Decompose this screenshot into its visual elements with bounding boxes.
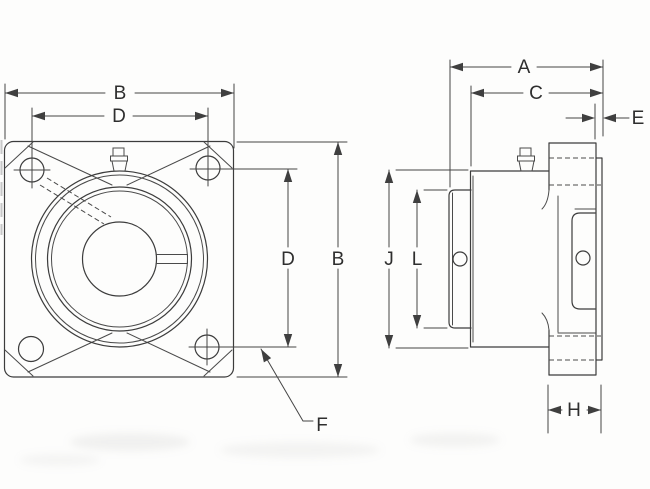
setscrew-slot: [155, 254, 188, 264]
dimension-arrowhead: [283, 169, 293, 182]
ext-lines-H: [547, 384, 602, 434]
dimension-arrowhead: [261, 349, 272, 363]
front-view: [3, 140, 235, 378]
scan-artifacts: [20, 433, 500, 466]
dimension-labels: B D D B F A C E J L H: [112, 57, 644, 436]
grease-fitting-side: [517, 147, 535, 172]
ext-lines-B-vert: [236, 141, 348, 378]
rib-top-right: [126, 145, 211, 186]
dimension-arrowhead: [450, 62, 463, 72]
collar-outline: [448, 189, 472, 329]
dimension-arrowhead: [412, 315, 422, 328]
hidden-bolt-hole-top: [549, 157, 601, 186]
dim-label-housing-width: C: [529, 83, 543, 104]
flange-bolt-hole-side: [575, 250, 591, 266]
corner-steps: [557, 208, 597, 334]
dimension-arrowhead: [283, 334, 293, 347]
corner-chamfer-bottom-right: [203, 349, 233, 377]
dimension-arrowhead: [333, 364, 343, 377]
housing-inner-circle: [35, 174, 204, 344]
dimension-arrowhead: [384, 170, 394, 183]
rib-top-left: [27, 145, 113, 186]
dim-label-collar-width: L: [412, 249, 423, 270]
dimension-arrowhead: [582, 113, 595, 123]
dimension-arrowhead: [588, 405, 601, 415]
dim-label-overall-width: A: [518, 57, 531, 78]
dimension-arrowhead: [548, 405, 561, 415]
pilot-boss: [595, 157, 603, 361]
rib-bottom-right: [126, 332, 211, 373]
grease-fitting-front: [110, 147, 128, 172]
dimension-arrowhead: [590, 62, 603, 72]
setscrew-side: [452, 251, 468, 267]
side-edge-face: [571, 212, 596, 310]
dimension-arrowhead: [221, 88, 234, 98]
dim-label-flange-width: B: [114, 83, 127, 104]
dim-label-bolt-spacing-v: D: [281, 249, 295, 270]
dim-label-bolt-spacing-h: D: [112, 106, 126, 127]
ext-lines-L: [423, 189, 448, 329]
setscrew-hidden-line-1: [39, 184, 105, 225]
dim-label-flange-height: B: [332, 249, 345, 270]
housing-outer-circle: [30, 170, 209, 348]
bearing-ring-inner-circle: [51, 190, 188, 328]
dimension-arrowhead: [195, 111, 208, 121]
fillet-runouts: [541, 189, 550, 331]
bearing-ring-outer-circle: [46, 186, 193, 332]
dimension-arrowhead: [5, 88, 18, 98]
dimension-arrowhead: [32, 111, 45, 121]
flange-plate-edges: [548, 142, 597, 376]
dimension-arrowhead: [412, 190, 422, 203]
dimension-arrowhead: [471, 88, 484, 98]
shaft-bore-circle: [81, 221, 158, 297]
hidden-bolt-hole-bottom: [549, 335, 601, 361]
arrowheads: [5, 62, 616, 415]
ext-lines-D-top: [31, 107, 209, 189]
dim-label-pilot-thickness: E: [632, 108, 645, 129]
dimension-arrowhead: [384, 335, 394, 348]
bolt-hole-bottom-left: [17, 335, 45, 363]
dimension-arrowhead: [333, 142, 343, 155]
setscrew-hidden-line-2: [46, 177, 112, 218]
dim-label-flange-thickness: H: [567, 400, 581, 421]
dim-label-housing-od: J: [384, 249, 394, 270]
housing-profile: [469, 170, 550, 348]
dimension-arrowhead: [603, 113, 616, 123]
side-view: [448, 142, 603, 376]
side-view-dimensions: [388, 59, 630, 434]
dimension-arrowhead: [590, 88, 603, 98]
ext-lines-J: [395, 169, 469, 349]
front-view-dimensions: [4, 83, 348, 422]
ext-lines-D-vert: [188, 168, 298, 348]
leader-F: [260, 348, 314, 422]
dim-label-bolt-hole: F: [316, 415, 328, 436]
rib-bottom-left: [27, 332, 113, 373]
flange-outline: [3, 140, 235, 378]
